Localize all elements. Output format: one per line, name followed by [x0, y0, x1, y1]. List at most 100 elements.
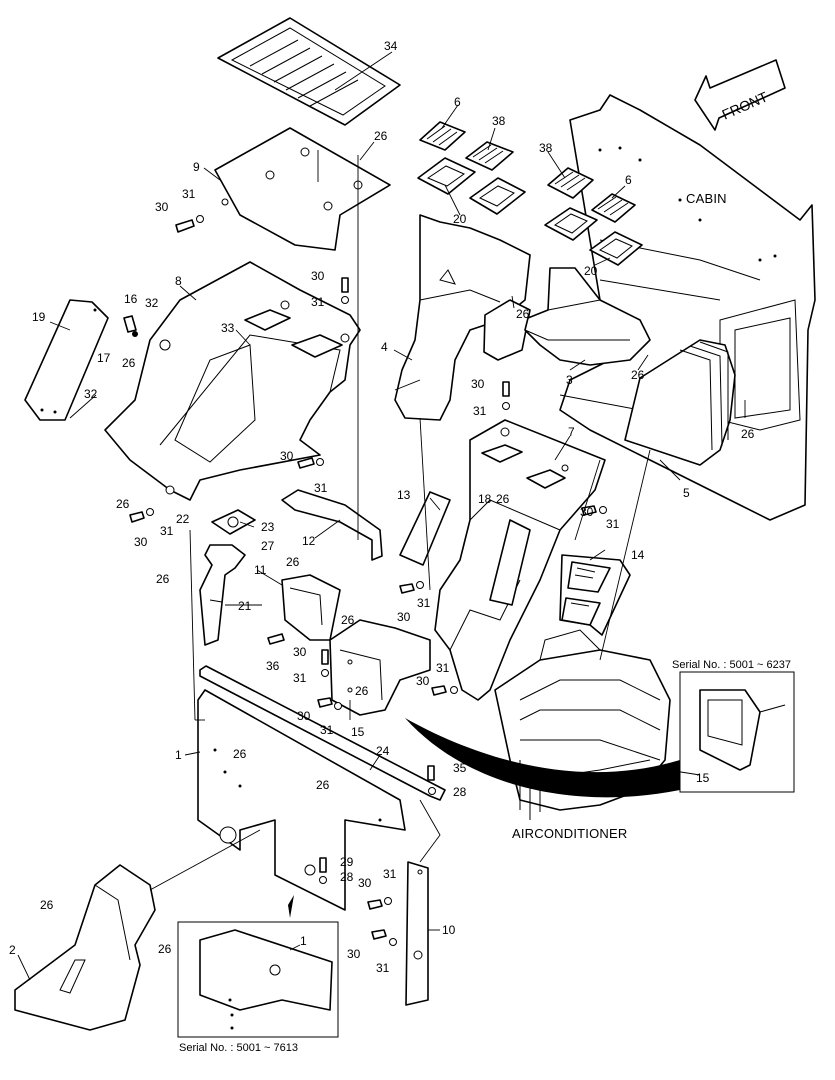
callout-4: 4 — [381, 340, 388, 354]
callout-31: 31 — [436, 661, 450, 675]
callout-3: 3 — [566, 373, 573, 387]
callout-31: 31 — [320, 723, 334, 737]
callout-32: 32 — [84, 387, 98, 401]
callout-26: 26 — [116, 497, 130, 511]
callout-31: 31 — [182, 187, 196, 201]
part-11-bracket — [281, 574, 341, 641]
part-19-cover — [24, 299, 109, 421]
callout-26: 26 — [316, 778, 330, 792]
callout-30: 30 — [280, 449, 294, 463]
callouts: 34 26 9 31 30 6 38 38 6 20 20 8 30 31 16… — [9, 39, 755, 975]
callout-21: 21 — [238, 599, 252, 613]
callout-30: 30 — [293, 645, 307, 659]
vent-grilles — [417, 121, 643, 266]
inset-top — [679, 671, 795, 793]
inset-bottom — [177, 921, 339, 1038]
callout-11: 11 — [254, 563, 267, 577]
part-8-panel — [104, 261, 361, 501]
callout-9: 9 — [193, 160, 200, 174]
callout-35: 35 — [453, 761, 467, 775]
callout-30: 30 — [311, 269, 325, 283]
callout-31: 31 — [383, 867, 397, 881]
part-21-hose — [199, 544, 246, 646]
callout-30: 30 — [471, 377, 485, 391]
callout-20: 20 — [453, 212, 467, 226]
callout-26: 26 — [341, 613, 355, 627]
callout-34: 34 — [384, 39, 398, 53]
part-3-duct — [524, 267, 651, 366]
callout-26: 26 — [158, 942, 172, 956]
callout-2: 2 — [9, 943, 16, 957]
inset-bottom-serial: Serial No. : 5001 ~ 7613 — [179, 1042, 298, 1054]
callout-6: 6 — [454, 95, 461, 109]
callout-1: 1 — [175, 748, 182, 762]
callout-31: 31 — [311, 295, 325, 309]
callout-36: 36 — [266, 659, 280, 673]
callout-26: 26 — [516, 307, 530, 321]
callout-28: 28 — [453, 785, 467, 799]
callout-22: 22 — [176, 512, 190, 526]
callout-31: 31 — [160, 524, 174, 538]
callout-38: 38 — [492, 114, 506, 128]
callout-26: 26 — [286, 555, 300, 569]
callout-7: 7 — [568, 425, 575, 439]
callout-30: 30 — [347, 947, 361, 961]
callout-23: 23 — [261, 520, 275, 534]
callout-33: 33 — [221, 321, 235, 335]
front-arrow: FRONT — [694, 59, 786, 131]
part-15-box — [329, 619, 431, 716]
callout-13: 13 — [397, 488, 411, 502]
callout-26: 26 — [40, 898, 54, 912]
part-12-bracket — [281, 489, 383, 561]
fasteners — [123, 215, 607, 946]
callout-15: 15 — [351, 725, 365, 739]
callout-38: 38 — [539, 141, 553, 155]
callout-32: 32 — [145, 296, 159, 310]
callout-1: 1 — [300, 934, 307, 948]
part-13 — [399, 491, 451, 566]
callout-20: 20 — [584, 264, 598, 278]
part-7-console — [434, 419, 606, 701]
callout-30: 30 — [358, 876, 372, 890]
callout-8: 8 — [175, 274, 182, 288]
inset-bottom-pointer — [288, 895, 294, 918]
callout-30: 30 — [580, 505, 594, 519]
callout-26: 26 — [631, 368, 645, 382]
callout-18: 18 — [478, 492, 492, 506]
leader-lines — [17, 51, 746, 981]
part-4-duct — [394, 214, 531, 421]
callout-6: 6 — [625, 173, 632, 187]
callout-30: 30 — [397, 610, 411, 624]
callout-15: 15 — [696, 771, 710, 785]
callout-31: 31 — [473, 404, 487, 418]
callout-24: 24 — [376, 744, 390, 758]
callout-28: 28 — [340, 870, 354, 884]
part-24-bar — [199, 665, 446, 801]
callout-19: 19 — [32, 310, 46, 324]
part-14-panel — [559, 554, 631, 636]
cabin-label: CABIN — [686, 191, 727, 206]
callout-30: 30 — [416, 674, 430, 688]
callout-26: 26 — [122, 356, 136, 370]
callout-26: 26 — [156, 572, 170, 586]
callout-16: 16 — [124, 292, 138, 306]
callout-26: 26 — [355, 684, 369, 698]
callout-31: 31 — [376, 961, 390, 975]
callout-26: 26 — [374, 129, 388, 143]
callout-30: 30 — [134, 535, 148, 549]
callout-30: 30 — [297, 709, 311, 723]
callout-27: 27 — [261, 539, 275, 553]
part-9-cover — [214, 127, 391, 251]
callout-31: 31 — [293, 671, 307, 685]
airconditioner-label: AIRCONDITIONER — [512, 826, 627, 841]
part-5-duct — [624, 339, 736, 466]
part-10-strip — [405, 861, 429, 1006]
callout-31: 31 — [314, 481, 328, 495]
callout-26: 26 — [233, 747, 247, 761]
callout-26: 26 — [496, 492, 510, 506]
inset-top-serial: Serial No. : 5001 ~ 6237 — [672, 659, 791, 671]
callout-12: 12 — [302, 534, 316, 548]
callout-5: 5 — [683, 486, 690, 500]
callout-14: 14 — [631, 548, 645, 562]
